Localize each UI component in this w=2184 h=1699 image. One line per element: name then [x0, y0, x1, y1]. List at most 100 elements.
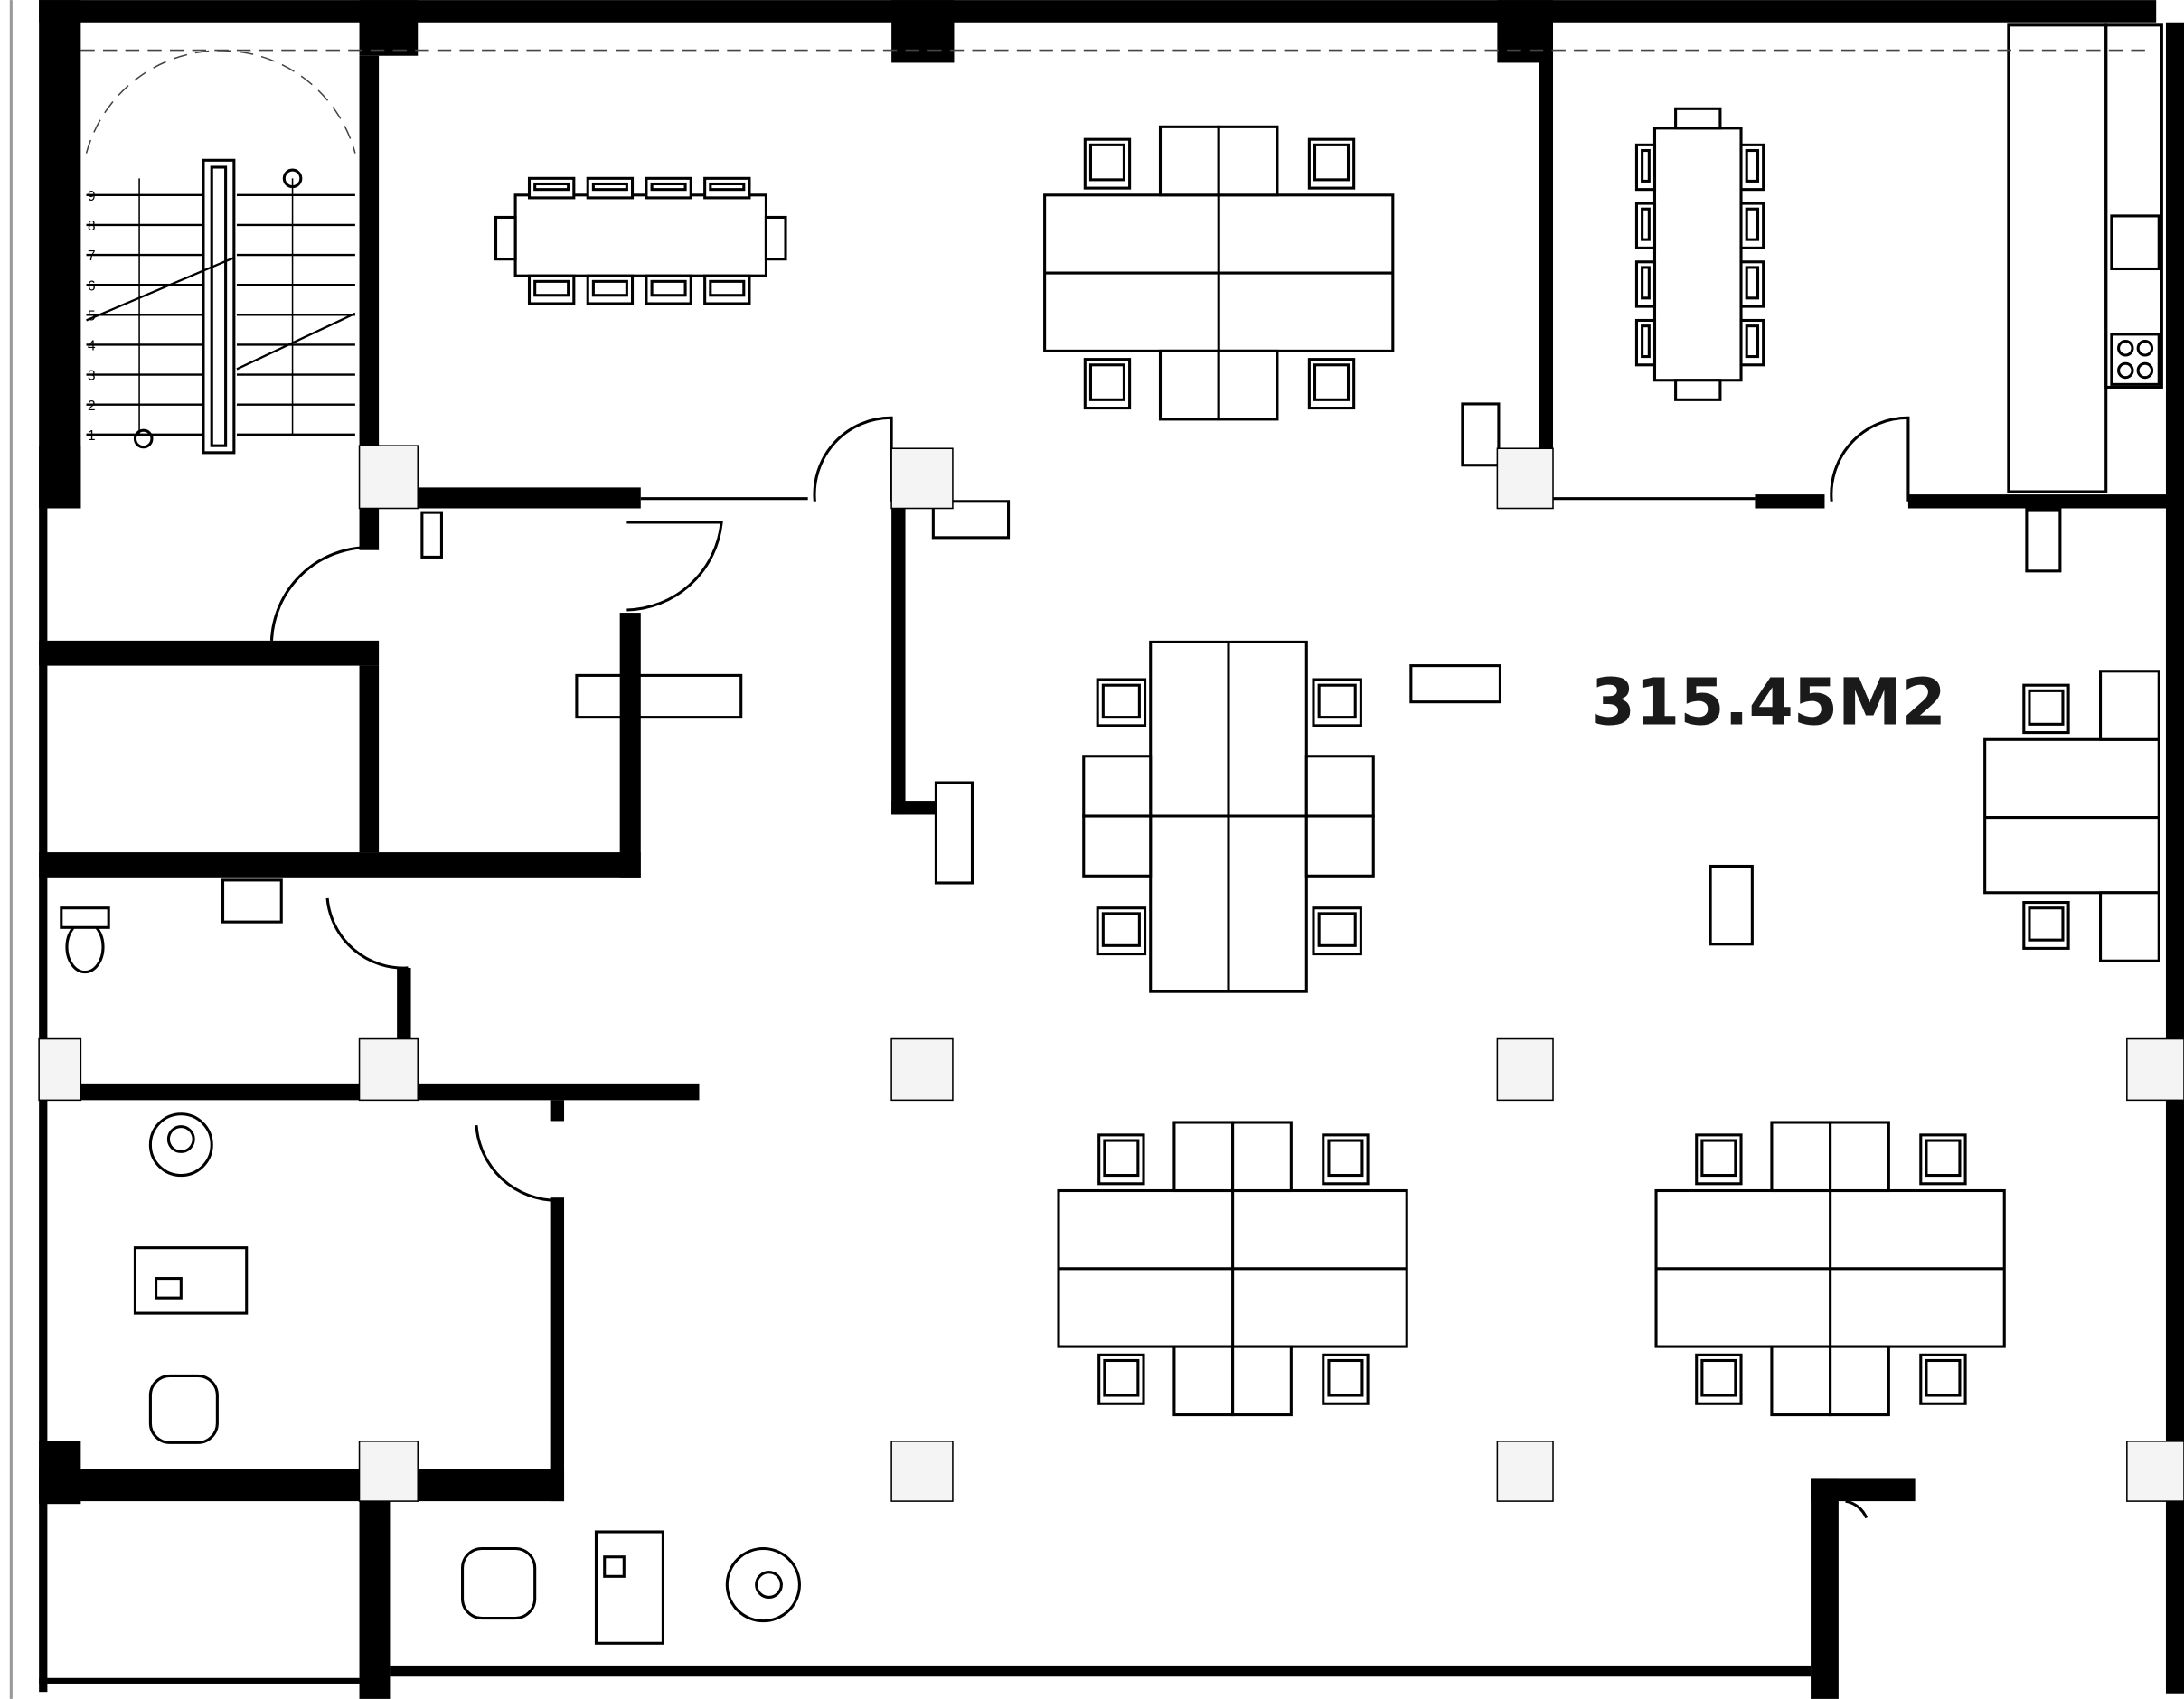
chair: [527, 274, 576, 305]
walls: [9, 0, 2184, 1699]
reception-desk: [594, 1530, 664, 1645]
chair: [1739, 260, 1765, 308]
chair: [1322, 1353, 1370, 1405]
chair-cushion: [533, 279, 570, 297]
column: [358, 445, 419, 510]
chair: [645, 274, 692, 305]
chair-cushion: [709, 279, 746, 297]
chair-cushion: [1317, 683, 1357, 719]
chair: [1307, 358, 1356, 410]
column: [2126, 1037, 2184, 1102]
chair: [1312, 678, 1362, 727]
chair-cushion: [1641, 207, 1651, 241]
chair-cushion: [1101, 683, 1141, 719]
area-label: 315.45M2: [1591, 664, 1946, 739]
chair: [703, 176, 751, 200]
chair: [764, 215, 787, 261]
visitor-chair: [148, 1374, 219, 1444]
structural-columns: [38, 445, 2184, 1502]
toilet-tank: [60, 906, 110, 929]
chair: [1312, 906, 1362, 956]
chair-cushion: [1317, 912, 1357, 947]
stair-number: 2: [88, 399, 96, 414]
stair-handrail-inner: [210, 165, 228, 447]
chair-cushion: [1088, 143, 1125, 182]
chair: [1097, 1133, 1145, 1186]
chair-cushion: [650, 182, 687, 192]
chair-cushion: [1313, 363, 1351, 401]
desk-return: [1082, 755, 1153, 818]
chair: [1634, 260, 1657, 308]
column: [1496, 1441, 1554, 1502]
desk-return: [1158, 349, 1220, 421]
chair: [1322, 1133, 1370, 1186]
stair-handrail: [202, 158, 236, 455]
stair-number: 3: [88, 369, 96, 384]
chair-cushion: [1641, 324, 1651, 359]
column: [890, 447, 954, 510]
chair: [1674, 379, 1722, 401]
visitor-chair: [461, 1546, 537, 1620]
chair-cushion: [1101, 912, 1141, 947]
column: [358, 1037, 419, 1102]
chair-cushion: [1313, 143, 1351, 182]
column: [358, 1441, 419, 1502]
desk-return: [2099, 670, 2160, 741]
desk-return: [1172, 1345, 1235, 1417]
column: [1496, 1037, 1554, 1102]
chair-cushion: [1745, 266, 1760, 300]
desk-return: [1770, 1121, 1832, 1193]
chair-cushion: [2028, 689, 2065, 726]
chair: [2022, 683, 2070, 735]
chair-cushion: [2028, 906, 2065, 942]
chair: [1919, 1133, 1967, 1186]
chair: [703, 274, 751, 305]
stair-start-circle: [133, 428, 154, 449]
chair: [1096, 678, 1147, 727]
chair: [494, 215, 517, 261]
meeting-table: [1652, 127, 1743, 382]
stair-number: 5: [88, 308, 96, 324]
chair: [1739, 202, 1765, 249]
stair-number: 4: [88, 339, 96, 354]
chair: [1634, 318, 1657, 367]
office-desk: [133, 1246, 249, 1315]
desk-return: [1158, 125, 1220, 197]
sink: [221, 878, 283, 924]
person-head: [755, 1571, 783, 1599]
chair-cushion: [1700, 1358, 1737, 1397]
chair: [645, 176, 692, 200]
chair-cushion: [591, 279, 628, 297]
chair-cushion: [1925, 1358, 1962, 1397]
desk-return: [1231, 1345, 1293, 1417]
desk-return: [1217, 349, 1279, 421]
chair: [1919, 1353, 1967, 1405]
chair-cushion: [650, 279, 687, 297]
chair-cushion: [591, 182, 628, 192]
chair: [1634, 202, 1657, 249]
chair-cushion: [1088, 363, 1125, 401]
stair-number: 7: [88, 249, 96, 264]
stair-number: 8: [88, 219, 96, 234]
cooktop-burner: [2117, 361, 2134, 380]
column: [38, 1037, 82, 1102]
chair-cushion: [1103, 1358, 1140, 1397]
chair: [586, 176, 635, 200]
desk-item: [155, 1277, 183, 1300]
stair-start-circle: [282, 168, 303, 189]
column: [890, 1037, 954, 1102]
stair-arc: [85, 50, 356, 154]
chair-cushion: [1925, 1139, 1962, 1178]
column: [1496, 447, 1554, 510]
chair: [2022, 901, 2070, 950]
cooktop-burner: [2117, 340, 2134, 357]
person-head: [166, 1125, 195, 1153]
chair: [1096, 906, 1147, 956]
desk-return: [1082, 814, 1153, 878]
cooktop-burner: [2136, 340, 2154, 357]
chair: [1097, 1353, 1145, 1405]
conference-table: [513, 193, 767, 277]
stair-break-line: [236, 312, 356, 371]
